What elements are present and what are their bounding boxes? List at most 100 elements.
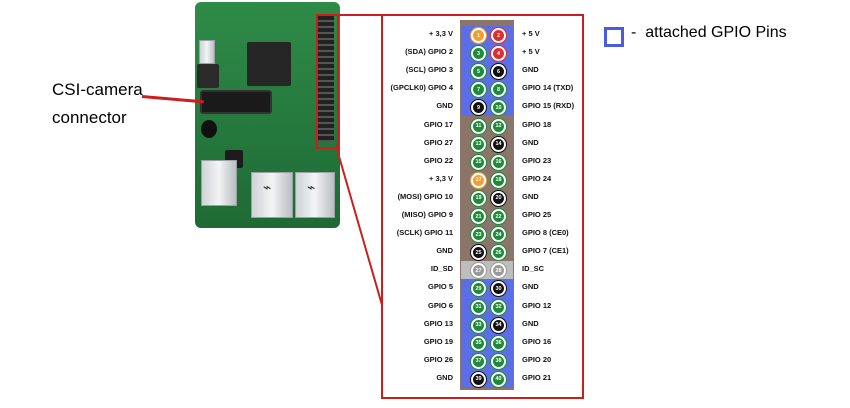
pin-label-right: GPIO 18 (522, 119, 552, 129)
pin-marker: 37 (471, 353, 486, 369)
pin-label-right: GND (522, 282, 539, 292)
pin-label-right: GND (522, 65, 539, 75)
pin-label-left: GPIO 5 (427, 282, 453, 292)
pin-marker: 36 (491, 335, 506, 351)
pin-number: 6 (496, 68, 501, 75)
pin-label-right: ID_SC (522, 264, 545, 274)
pin-label-left: GPIO 17 (423, 119, 453, 129)
pin-label-left: GND (436, 246, 453, 256)
pin-marker: 5 (471, 64, 486, 80)
pin-label-right: GPIO 24 (522, 173, 552, 183)
pin-marker: 40 (491, 371, 506, 387)
pin-number: 32 (495, 304, 502, 310)
pin-number: 14 (495, 141, 502, 148)
pin-number: 23 (475, 231, 482, 238)
pin-marker: 20 (491, 190, 506, 206)
pin-marker: 4 (491, 46, 506, 62)
pin-label-right: GND (522, 137, 539, 147)
pin-label-right: + 5 V (522, 47, 540, 57)
pin-label-left: (SCLK) GPIO 11 (396, 228, 453, 238)
pin-number: 39 (475, 376, 482, 383)
pin-marker: 29 (471, 281, 486, 297)
pin-label-left: ID_SD (430, 264, 453, 274)
pin-number: 25 (475, 249, 482, 256)
pin-label-left: (GPCLK0) GPIO 4 (390, 83, 453, 93)
pin-number: 1 (476, 32, 481, 39)
soc-chip (247, 42, 291, 86)
pin-marker: 16 (491, 154, 506, 170)
pin-row: (GPCLK0) GPIO 4 7 8 GPIO 14 (TXD) (383, 80, 578, 99)
usb-symbol-icon: ⌁ (307, 180, 316, 196)
pin-number: 38 (495, 358, 502, 365)
pin-label-left: GPIO 22 (423, 155, 453, 165)
pin-marker: 9 (471, 100, 486, 116)
pin-number: 15 (475, 159, 482, 166)
pin-number: 9 (476, 104, 481, 111)
pin-marker: 38 (491, 353, 506, 369)
pin-marker: 14 (491, 136, 506, 152)
pin-number: 8 (496, 86, 501, 93)
pin-label-left: GPIO 13 (423, 318, 453, 328)
pin-marker: 39 (471, 371, 486, 387)
pin-label-right: GND (522, 191, 539, 201)
pin-label-left: GPIO 19 (423, 336, 453, 346)
pin-marker: 6 (491, 64, 506, 80)
pin-marker: 10 (491, 100, 506, 116)
pin-marker: 15 (471, 154, 486, 170)
pin-number: 4 (496, 50, 501, 57)
pin-marker: 12 (491, 118, 506, 134)
pin-row: GPIO 17 11 12 GPIO 18 (383, 117, 578, 135)
pin-label-left: (MISO) GPIO 9 (401, 210, 453, 219)
pin-number: 12 (495, 123, 502, 129)
pin-row: GND 39 40 GPIO 21 (383, 369, 578, 388)
usb-symbol-icon: ⌁ (263, 180, 272, 196)
pin-marker: 31 (471, 299, 486, 315)
pin-number: 2 (496, 32, 501, 39)
pin-row: (SCL) GPIO 3 5 6 GND (383, 62, 578, 81)
pin-row: (SCLK) GPIO 11 23 24 GPIO 8 (CE0) (383, 225, 578, 243)
pin-number: 29 (475, 285, 482, 292)
csi-camera-connector (200, 90, 272, 114)
pin-label-left: GND (436, 372, 453, 382)
pin-marker: 19 (471, 190, 486, 206)
pin-row: ID_SD 27 28 ID_SC (383, 261, 578, 280)
pin-label-left: (SCL) GPIO 3 (405, 65, 453, 75)
pin-marker: 24 (491, 227, 506, 243)
pin-label-right: GPIO 23 (522, 155, 552, 165)
pin-number: 20 (495, 195, 502, 202)
pin-number: 5 (476, 68, 481, 75)
pin-marker: 22 (491, 209, 506, 224)
pin-number: 7 (476, 86, 481, 93)
audio-jack (201, 120, 217, 138)
pin-number: 17 (475, 177, 482, 184)
pin-marker: 35 (471, 335, 486, 351)
pin-label-right: GPIO 8 (CE0) (522, 228, 569, 238)
pin-marker: 34 (491, 317, 506, 333)
pin-number: 24 (495, 231, 502, 238)
pin-label-right: GPIO 25 (522, 210, 552, 219)
pin-number: 27 (475, 267, 482, 274)
pin-row: (MOSI) GPIO 10 19 20 GND (383, 189, 578, 207)
pin-row: (MISO) GPIO 9 21 22 GPIO 25 (383, 207, 578, 225)
pin-marker: 2 (491, 28, 506, 43)
legend-swatch (604, 27, 624, 47)
pin-number: 11 (475, 123, 482, 129)
pin-label-left: GPIO 6 (427, 300, 453, 310)
pin-label-right: GPIO 21 (522, 372, 552, 382)
pin-number: 22 (495, 213, 502, 220)
pin-marker: 28 (491, 263, 506, 279)
pin-label-right: GPIO 14 (TXD) (522, 83, 574, 93)
pin-label-left: (MOSI) GPIO 10 (397, 191, 453, 201)
pin-number: 18 (495, 177, 502, 184)
pin-number: 34 (495, 322, 502, 329)
pin-marker: 25 (471, 245, 486, 261)
pin-marker: 21 (471, 209, 486, 224)
hdmi-port (197, 64, 219, 88)
ethernet-port (201, 160, 237, 206)
